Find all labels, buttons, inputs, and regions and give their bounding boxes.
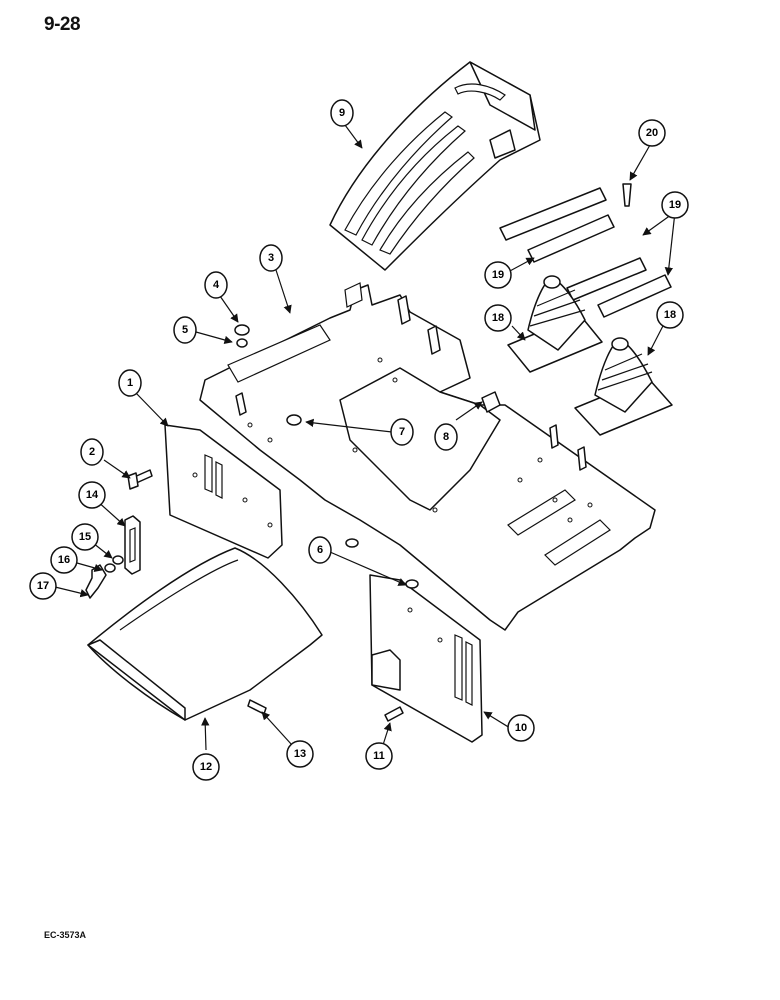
svg-text:18: 18 [492, 312, 504, 324]
part-floor-plate [199, 282, 656, 631]
callout-18-right: 18 [656, 301, 684, 329]
callout-18-left: 18 [484, 304, 512, 332]
callout-1: 1 [118, 369, 142, 397]
callout-19-right: 19 [661, 191, 689, 219]
svg-text:1: 1 [127, 377, 133, 389]
svg-text:3: 3 [268, 252, 274, 264]
callout-16: 16 [50, 546, 78, 574]
svg-text:18: 18 [664, 309, 676, 321]
page-number: 9-28 [44, 14, 81, 35]
callout-15: 15 [71, 523, 99, 551]
callout-20: 20 [638, 119, 666, 147]
svg-text:6: 6 [317, 544, 323, 556]
callout-4: 4 [204, 271, 228, 299]
callout-17: 17 [29, 572, 57, 600]
svg-text:8: 8 [443, 431, 449, 443]
callout-11: 11 [365, 742, 393, 770]
part-bolt-2 [127, 469, 153, 490]
svg-text:5: 5 [182, 324, 188, 336]
svg-text:13: 13 [294, 748, 306, 760]
part-left-side-panel [164, 424, 283, 559]
svg-text:19: 19 [492, 269, 504, 281]
callout-3: 3 [259, 244, 283, 272]
svg-text:11: 11 [373, 750, 385, 762]
svg-text:7: 7 [399, 426, 405, 438]
callout-19-left: 19 [484, 261, 512, 289]
part-console-cover [329, 61, 541, 271]
part-small-hardware [234, 183, 632, 722]
figure-code: EC-3573A [44, 930, 87, 940]
svg-text:2: 2 [89, 446, 95, 458]
part-bracket-and-wingnut [85, 515, 141, 599]
svg-text:20: 20 [646, 127, 658, 139]
svg-text:14: 14 [86, 489, 99, 501]
svg-text:4: 4 [213, 279, 220, 291]
callout-9: 9 [330, 99, 354, 127]
svg-text:16: 16 [58, 554, 70, 566]
part-front-cover [87, 547, 323, 721]
part-strips [499, 187, 672, 318]
callout-10: 10 [507, 714, 535, 742]
svg-text:9: 9 [339, 107, 345, 119]
svg-text:12: 12 [200, 761, 212, 773]
svg-text:19: 19 [669, 199, 681, 211]
callout-12: 12 [192, 753, 220, 781]
part-rubber-boots [507, 275, 673, 436]
callout-7: 7 [390, 418, 414, 446]
svg-text:10: 10 [515, 722, 527, 734]
callout-14: 14 [78, 481, 106, 509]
callout-2: 2 [80, 438, 104, 466]
callout-6: 6 [308, 536, 332, 564]
svg-text:17: 17 [37, 580, 49, 592]
callout-8: 8 [434, 423, 458, 451]
callout-5: 5 [173, 316, 197, 344]
callout-13: 13 [286, 740, 314, 768]
svg-text:15: 15 [79, 531, 91, 543]
